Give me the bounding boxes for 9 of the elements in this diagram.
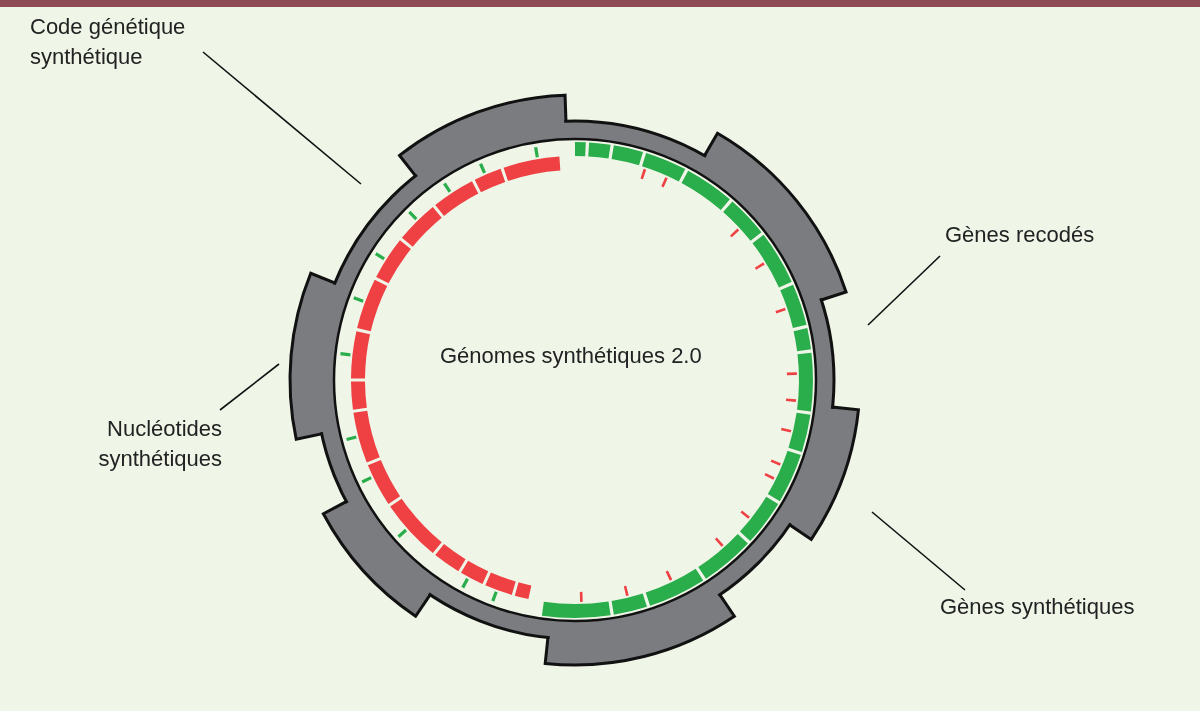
center-title: Génomes synthétiques 2.0 [440,343,702,369]
callout-text: Gènes synthétiques [940,592,1180,622]
leader-line [219,363,280,411]
callout-text: Nucléotides synthétiques [30,414,222,474]
leader-line [871,511,966,591]
leader-line [202,51,362,185]
leader-line [867,255,941,326]
callout-text: Gènes recodés [945,220,1145,250]
callout-text: Code génétique synthétique [30,12,230,72]
